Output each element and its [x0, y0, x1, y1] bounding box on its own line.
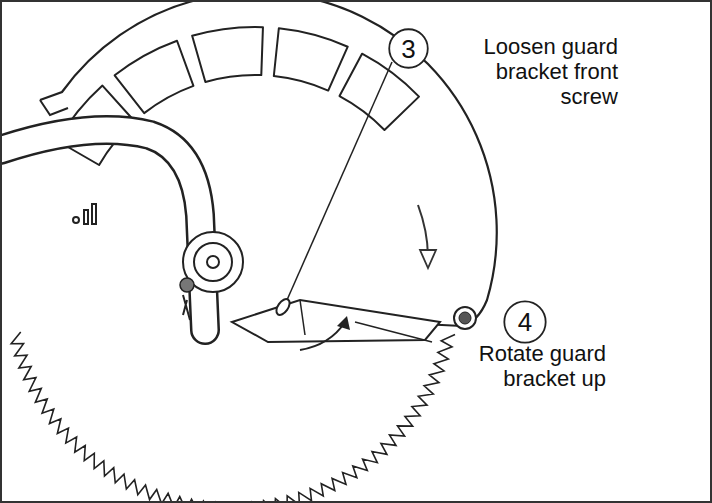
pivot-screw — [180, 278, 194, 292]
front-screw — [274, 297, 293, 317]
instruction-label: Rotate guard bracket up — [438, 341, 606, 391]
guard-lip — [40, 100, 68, 115]
upper-guard — [40, 0, 497, 326]
callout-number-text: 3 — [401, 36, 415, 62]
arbor-bolt — [207, 256, 219, 268]
instruction-label: Loosen guard bracket front screw — [470, 34, 618, 109]
guard-arm — [0, 130, 205, 330]
rotation-arrow-head — [420, 250, 436, 268]
guard-bracket — [232, 300, 440, 342]
arbor-flange — [194, 243, 232, 281]
callout-circle-outline — [504, 301, 545, 342]
guard-knob-center — [459, 312, 471, 324]
callout-circle-outline — [389, 29, 428, 68]
level-symbol — [73, 204, 96, 224]
saw-blade — [11, 332, 455, 503]
leader-line — [287, 62, 392, 300]
spring-detail — [183, 295, 190, 320]
callout-number: 3 — [388, 28, 429, 69]
callout-number-text: 4 — [518, 309, 532, 335]
callout-number: 4 — [503, 300, 547, 344]
leader-line — [355, 322, 432, 342]
guard-window — [115, 41, 194, 113]
guard-arm-outline — [0, 130, 205, 330]
guard-window — [274, 28, 348, 90]
guard-window — [192, 27, 263, 82]
guard-knob — [454, 307, 476, 329]
bracket-edge — [300, 300, 305, 335]
blade-teeth — [11, 332, 455, 503]
rotate-arrow-head — [337, 316, 350, 330]
